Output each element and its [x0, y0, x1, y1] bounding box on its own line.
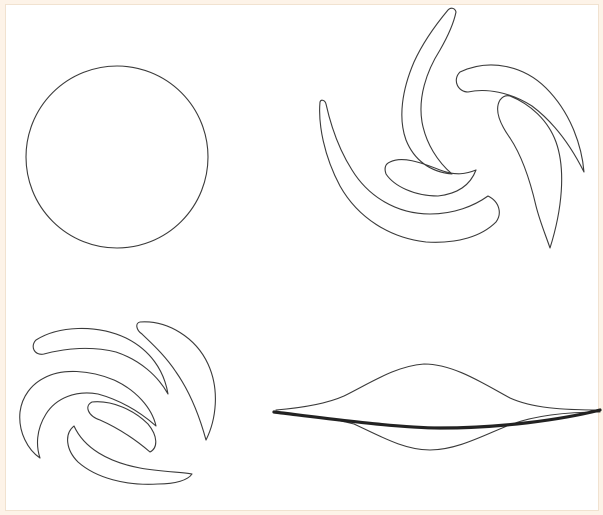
panel-spiral-bottom-left [20, 322, 216, 484]
circle-outline [26, 66, 208, 248]
disk-upper-bulge [276, 364, 600, 410]
spiral-arm-lower [68, 426, 192, 484]
panel-edge-on-disk [274, 364, 600, 450]
panel-spiral-top-right [320, 8, 584, 248]
spiral-arm-upper [402, 8, 456, 174]
spiral-arm-upper-right [137, 322, 216, 440]
panel-circle [26, 66, 208, 248]
spiral-arm-upper [33, 328, 168, 394]
disk-midplane [274, 410, 600, 428]
spiral-arm-lower-right [498, 96, 562, 248]
spiral-arm-inner [88, 402, 156, 452]
spiral-core-bar [385, 160, 476, 196]
